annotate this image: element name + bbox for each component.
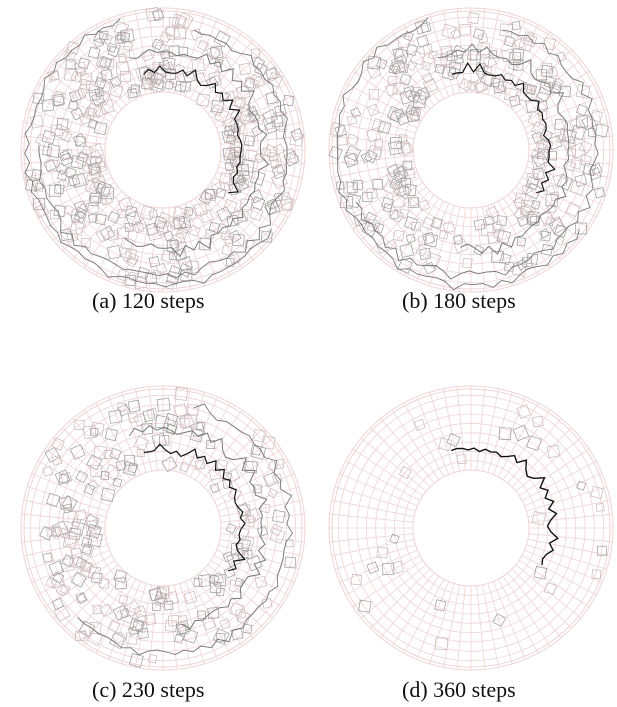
rotated-cells: [24, 6, 305, 290]
torus-mesh-b: [328, 7, 614, 293]
caption-c: (c) 230 steps: [92, 677, 205, 702]
path-line: [451, 62, 556, 194]
torus-mesh-d: [328, 385, 614, 671]
rotated-cells: [328, 12, 609, 277]
path-line: [77, 403, 293, 656]
mesh-grid: [328, 7, 614, 293]
caption-a: (a) 120 steps: [92, 288, 205, 313]
path-line: [143, 65, 243, 194]
panel-c: [18, 382, 308, 678]
path-line: [336, 17, 580, 291]
caption-d: (d) 360 steps: [402, 677, 516, 702]
panel-a: [18, 4, 308, 300]
rotated-cells: [39, 386, 297, 668]
path-line: [128, 424, 268, 630]
path-line: [143, 443, 246, 572]
rotated-cells: [350, 404, 607, 651]
torus-mesh-a: [20, 6, 306, 293]
caption-b: (b) 180 steps: [402, 288, 516, 313]
mesh-grid: [328, 385, 614, 671]
panel-b: [326, 4, 616, 300]
path-line: [38, 29, 288, 279]
path-line: [124, 48, 270, 258]
path-line: [437, 43, 570, 255]
path-line: [355, 29, 599, 280]
torus-mesh-c: [20, 385, 306, 671]
panel-d: [326, 382, 616, 678]
path-line: [24, 18, 272, 288]
path-line: [450, 447, 559, 565]
